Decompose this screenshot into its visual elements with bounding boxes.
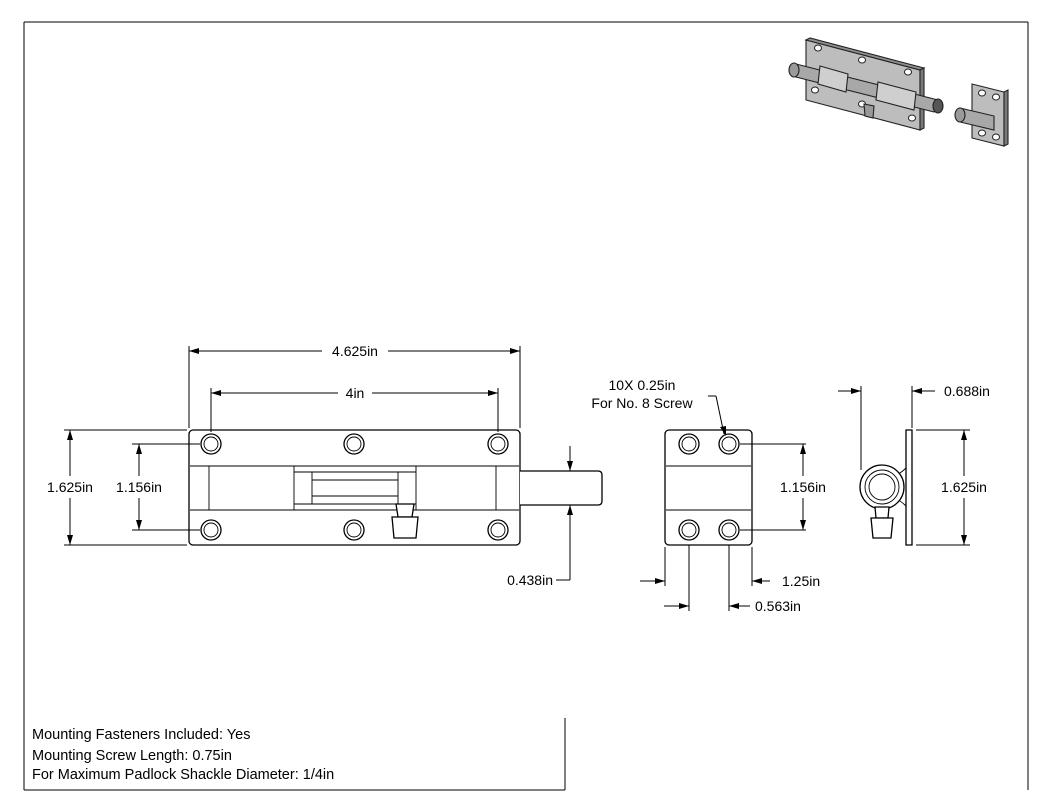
note-shackle-diameter: For Maximum Padlock Shackle Diameter: 1/… xyxy=(32,767,334,783)
dim-side-depth: 0.688in xyxy=(944,383,990,399)
drawing-border xyxy=(23,21,1029,791)
dim-hole-spacing-length: 4in xyxy=(346,385,365,401)
keeper-plate xyxy=(664,429,753,546)
front-view: 4.625in 4in 1.625in 1.156in 0.438in xyxy=(47,343,603,588)
iso-plate-hole xyxy=(814,44,822,52)
iso-keeper-hole xyxy=(992,133,1000,141)
iso-bolt-tip xyxy=(932,98,944,114)
side-plate-profile xyxy=(905,429,913,546)
dim-plate-height-front: 1.625in xyxy=(47,479,93,495)
side-handle xyxy=(874,506,890,519)
dim-overall-length: 4.625in xyxy=(332,343,378,359)
iso-keeper-hole xyxy=(978,129,986,137)
side-view: 0.688in 1.625in xyxy=(838,383,990,546)
isometric-view xyxy=(788,37,1009,147)
note-fasteners: Mounting Fasteners Included: Yes xyxy=(32,727,250,743)
dim-plate-height-side: 1.625in xyxy=(941,479,987,495)
keeper-mounting-holes xyxy=(678,433,740,541)
front-mounting-holes xyxy=(200,433,509,541)
dim-hole-spacing-height-front: 1.156in xyxy=(116,479,162,495)
bolt-handle xyxy=(395,503,415,518)
iso-plate-hole xyxy=(858,56,866,64)
notes-block: Mounting Fasteners Included: Yes Mountin… xyxy=(32,727,334,783)
iso-plate-hole xyxy=(908,114,916,122)
dim-bolt-diameter: 0.438in xyxy=(507,572,553,588)
iso-keeper-hole xyxy=(992,93,1000,101)
side-keeper-ring xyxy=(859,464,905,510)
keeper-view: 10X 0.25in For No. 8 Screw 1.156in 1.25i… xyxy=(591,377,826,614)
screw-note-size: For No. 8 Screw xyxy=(591,395,693,411)
iso-handle-knob xyxy=(863,103,875,119)
dim-keeper-width: 1.25in xyxy=(782,573,820,589)
dim-keeper-hole-spacing: 1.156in xyxy=(780,479,826,495)
dim-keeper-hole-offset: 0.563in xyxy=(755,598,801,614)
iso-plate-hole xyxy=(811,86,819,94)
bolt-rod xyxy=(520,470,603,506)
iso-plate-hole xyxy=(904,68,912,76)
iso-keeper-hole xyxy=(978,89,986,97)
screw-note-count: 10X 0.25in xyxy=(609,377,676,393)
note-screw-length: Mounting Screw Length: 0.75in xyxy=(32,748,232,764)
